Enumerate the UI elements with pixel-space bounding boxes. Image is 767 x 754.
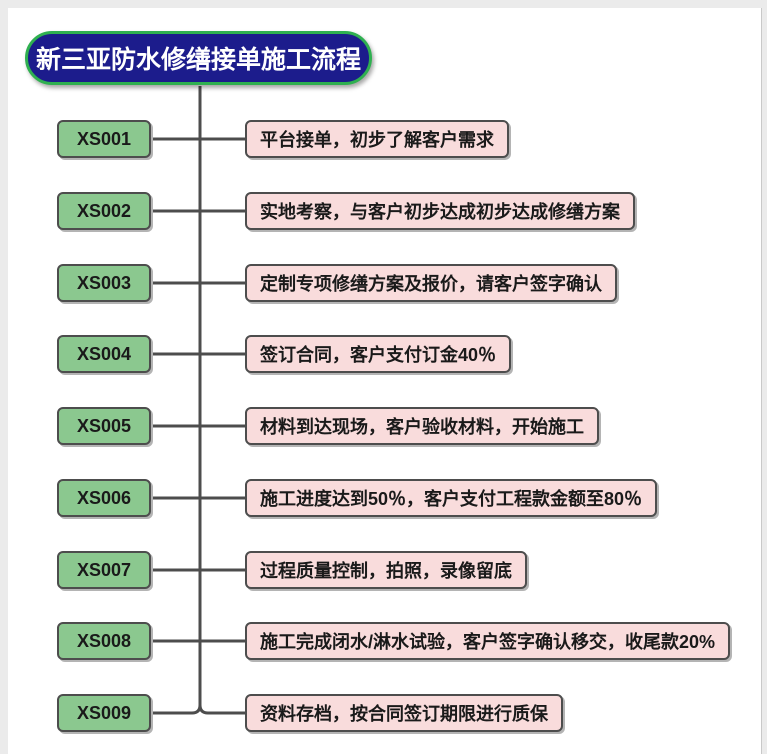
step-desc-box[interactable]: 平台接单，初步了解客户需求 — [245, 120, 509, 158]
step-desc-box[interactable]: 材料到达现场，客户验收材料，开始施工 — [245, 407, 599, 445]
step-row: XS006 施工进度达到50％，客户支付工程款金额至80％ — [0, 479, 767, 517]
step-row: XS002 实地考察，与客户初步达成初步达成修缮方案 — [0, 192, 767, 230]
step-desc-box[interactable]: 定制专项修缮方案及报价，请客户签字确认 — [245, 264, 617, 302]
step-desc-box[interactable]: 过程质量控制，拍照，录像留底 — [245, 551, 527, 589]
step-code-box[interactable]: XS001 — [57, 120, 151, 158]
step-row: XS001 平台接单，初步了解客户需求 — [0, 120, 767, 158]
step-code-box[interactable]: XS003 — [57, 264, 151, 302]
step-code-box[interactable]: XS006 — [57, 479, 151, 517]
step-desc-box[interactable]: 资料存档，按合同签订期限进行质保 — [245, 694, 563, 732]
step-row: XS005 材料到达现场，客户验收材料，开始施工 — [0, 407, 767, 445]
flow-title-node[interactable]: 新三亚防水修缮接单施工流程 — [25, 31, 372, 85]
flow-title-label: 新三亚防水修缮接单施工流程 — [35, 46, 361, 74]
step-code-box[interactable]: XS009 — [57, 694, 151, 732]
step-row: XS008 施工完成闭水/淋水试验，客户签字确认移交，收尾款20% — [0, 622, 767, 660]
step-code-box[interactable]: XS002 — [57, 192, 151, 230]
step-code-box[interactable]: XS008 — [57, 622, 151, 660]
step-code-box[interactable]: XS007 — [57, 551, 151, 589]
step-row: XS009 资料存档，按合同签订期限进行质保 — [0, 694, 767, 732]
step-row: XS007 过程质量控制，拍照，录像留底 — [0, 551, 767, 589]
step-row: XS003 定制专项修缮方案及报价，请客户签字确认 — [0, 264, 767, 302]
step-desc-box[interactable]: 施工进度达到50％，客户支付工程款金额至80％ — [245, 479, 658, 517]
step-code-box[interactable]: XS004 — [57, 335, 151, 373]
step-desc-box[interactable]: 施工完成闭水/淋水试验，客户签字确认移交，收尾款20% — [245, 622, 731, 660]
step-code-box[interactable]: XS005 — [57, 407, 151, 445]
step-desc-box[interactable]: 实地考察，与客户初步达成初步达成修缮方案 — [245, 192, 635, 230]
step-row: XS004 签订合同，客户支付订金40％ — [0, 335, 767, 373]
step-desc-box[interactable]: 签订合同，客户支付订金40％ — [245, 335, 512, 373]
